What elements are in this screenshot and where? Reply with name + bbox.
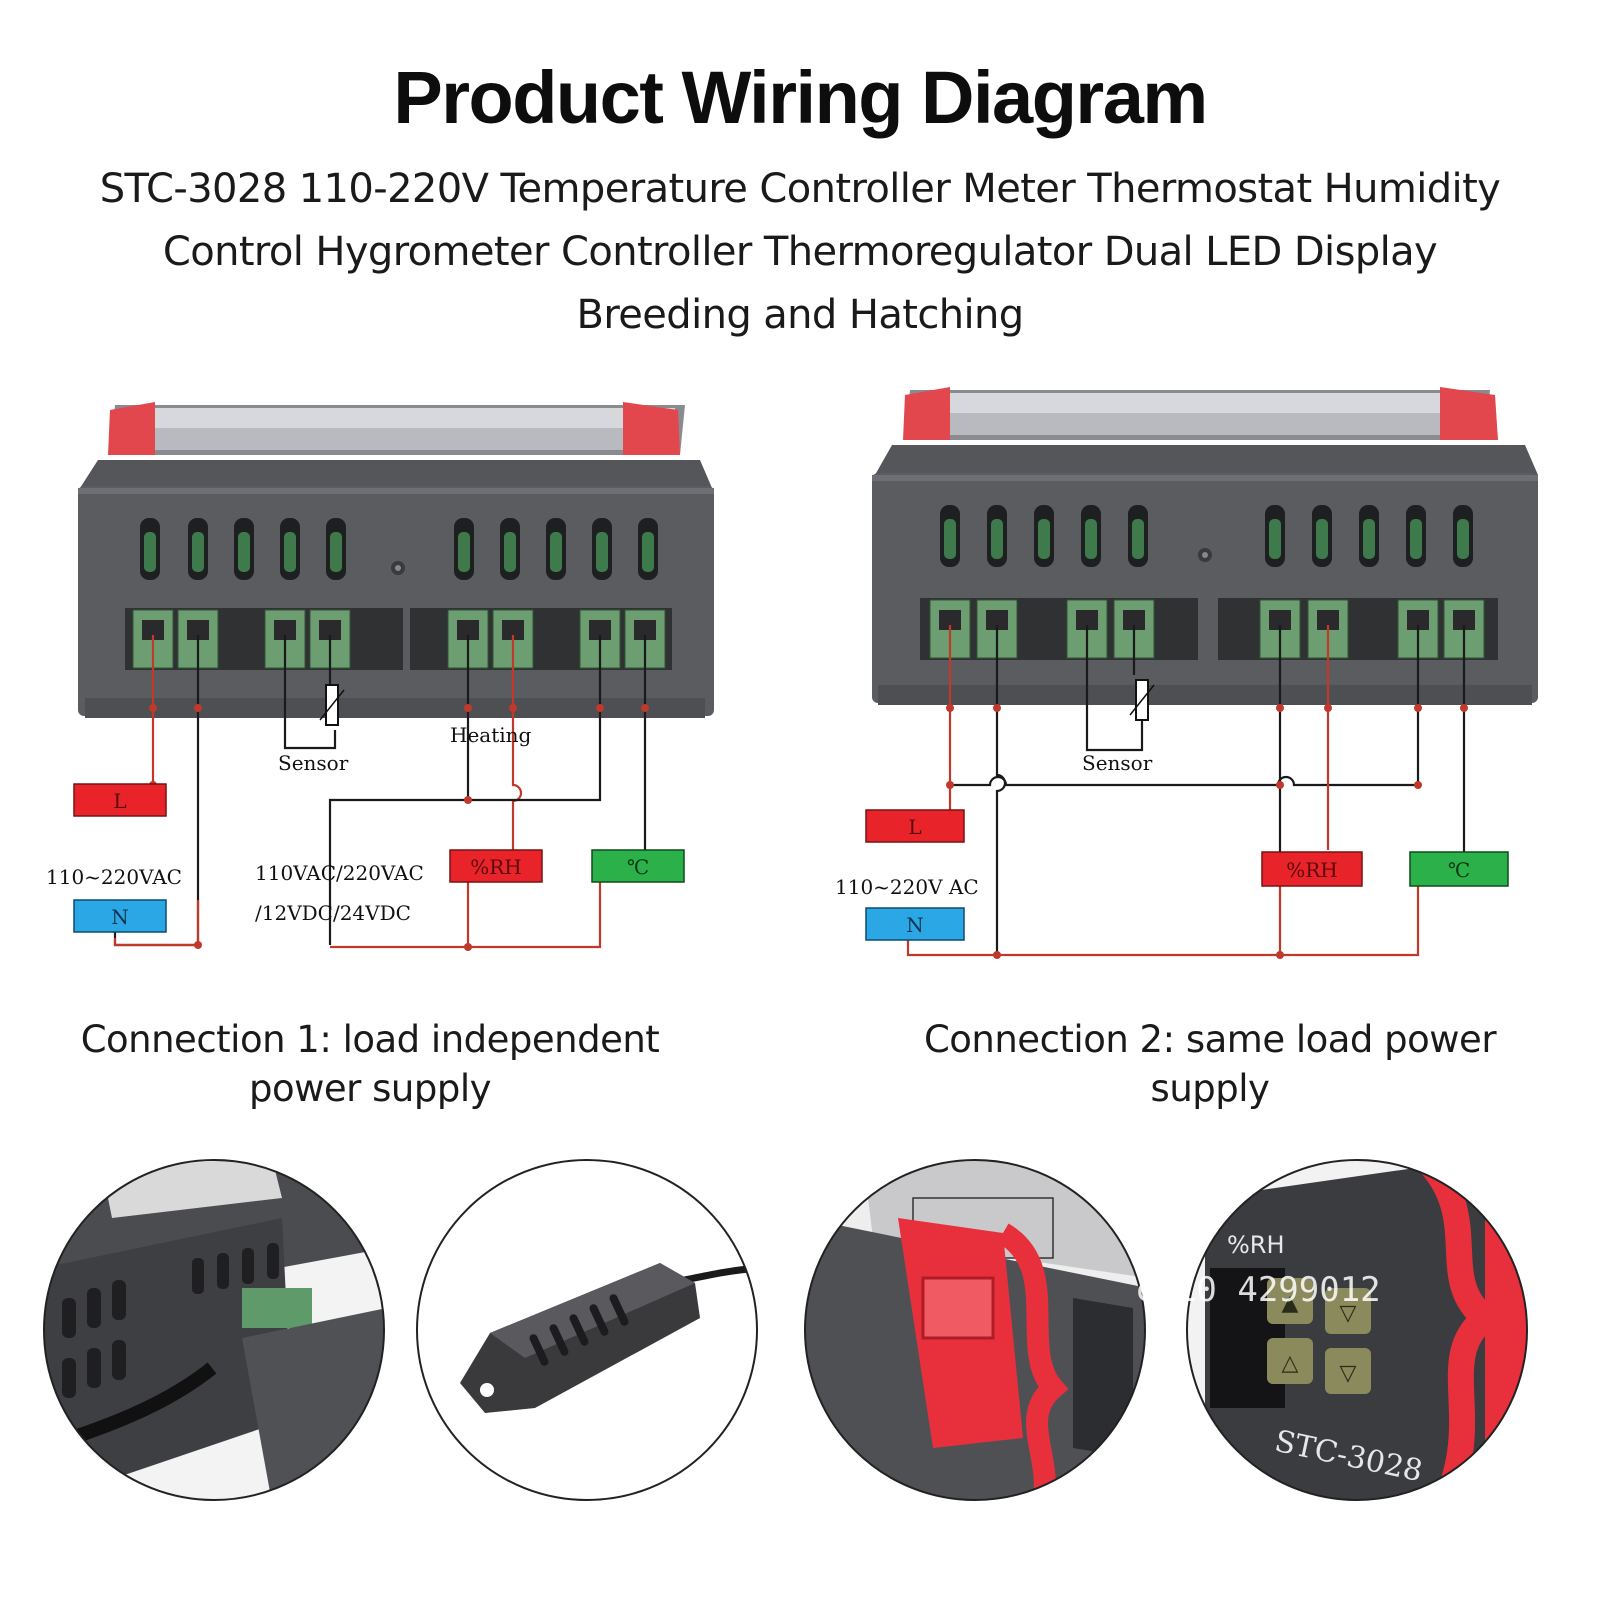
subtitle-line: Control Hygrometer Controller Thermoregu… xyxy=(162,229,1438,275)
terminal-screw xyxy=(142,620,164,640)
photo-mounting-clip xyxy=(804,1159,1146,1501)
vent-slot-glow xyxy=(1410,519,1422,559)
svg-text:L: L xyxy=(908,815,921,839)
vent-slot-glow xyxy=(1457,519,1469,559)
subtitle-line: Breeding and Hatching xyxy=(576,292,1024,338)
sensor-resistor xyxy=(319,684,345,726)
humidity-output-box: %RH xyxy=(449,849,543,883)
humidity-output-box: %RH xyxy=(1261,851,1363,887)
sensor-resistor xyxy=(1129,679,1155,721)
sensor-label: Sensor xyxy=(278,751,349,775)
N-terminal-box: N xyxy=(73,899,167,933)
vent-slot-glow xyxy=(944,519,956,559)
svg-text:N: N xyxy=(111,905,129,929)
vent-slot-glow xyxy=(1085,519,1097,559)
terminal-screw xyxy=(502,620,524,640)
wires xyxy=(906,625,1466,957)
terminal-screw xyxy=(457,620,479,640)
heating-label: Heating xyxy=(450,723,532,747)
svg-text:℃: ℃ xyxy=(627,855,649,879)
connection-2-caption: Connection 2: same load power supply xyxy=(923,1018,1497,1110)
control-buttons: ▲ ▽ △ ▽ xyxy=(1267,1278,1371,1394)
photo-front-panel: %RH ▲ ▽ △ ▽ STC-3028 cn10 4299012 xyxy=(1135,1159,1528,1501)
N-terminal-box: N xyxy=(865,907,965,941)
vent-slot-glow xyxy=(144,532,156,572)
vent-slot-glow xyxy=(991,519,1003,559)
svg-text:N: N xyxy=(906,913,924,937)
vent-slots xyxy=(140,518,658,580)
svg-text:L: L xyxy=(113,789,126,813)
vent-slot-glow xyxy=(1269,519,1281,559)
terminal-screw xyxy=(1269,610,1291,630)
vent-slot-glow xyxy=(330,532,342,572)
vent-slot-glow xyxy=(1316,519,1328,559)
load-voltage-label: 110VAC/220VAC xyxy=(255,861,424,885)
sensor-label: Sensor xyxy=(1082,751,1153,775)
terminal-screw xyxy=(1076,610,1098,630)
temperature-output-box: ℃ xyxy=(1409,851,1509,887)
wire-junctions xyxy=(946,704,1468,959)
up-arrow-icon: △ xyxy=(1282,1351,1299,1376)
down-arrow-icon: ▽ xyxy=(1340,1361,1357,1386)
vent-slot-glow xyxy=(284,532,296,572)
vent-slot-glow xyxy=(238,532,250,572)
svg-text:%RH: %RH xyxy=(1286,858,1338,882)
photo-humidity-sensor-probe xyxy=(416,1159,758,1501)
vent-slot-glow xyxy=(596,532,608,572)
terminal-screw xyxy=(319,620,341,640)
photo-back-terminals xyxy=(43,1159,385,1501)
terminal-screw xyxy=(1453,610,1475,630)
terminal-screw xyxy=(939,610,961,630)
svg-text:%RH: %RH xyxy=(470,855,522,879)
voltage-label: 110~220V AC xyxy=(835,875,979,899)
left-clip xyxy=(108,402,155,455)
voltage-label: 110~220VAC xyxy=(46,865,182,889)
right-clip xyxy=(623,402,680,455)
terminal-screw xyxy=(187,620,209,640)
vent-slot-glow xyxy=(1132,519,1144,559)
terminal-screw xyxy=(1317,610,1339,630)
terminal-screw xyxy=(274,620,296,640)
left-clip xyxy=(903,387,950,440)
load-voltage-label: /12VDC/24VDC xyxy=(255,901,411,925)
terminal-screw xyxy=(589,620,611,640)
vent-slot-glow xyxy=(458,532,470,572)
vent-slot-glow xyxy=(550,532,562,572)
product-subtitle: STC-3028 110-220V Temperature Controller… xyxy=(60,158,1540,347)
temperature-output-box: ℃ xyxy=(591,849,685,883)
down-arrow-icon: ▽ xyxy=(1340,1301,1357,1326)
terminal-screw xyxy=(986,610,1008,630)
terminal-screw xyxy=(1407,610,1429,630)
L-terminal-box: L xyxy=(73,783,167,817)
subtitle-line: STC-3028 110-220V Temperature Controller… xyxy=(99,166,1501,212)
wiring-diagram-2: L 110~220V AC N Sensor %RH ℃ xyxy=(835,387,1538,959)
page-title: Product Wiring Diagram xyxy=(393,56,1208,139)
svg-text:℃: ℃ xyxy=(1448,858,1470,882)
up-arrow-icon: ▲ xyxy=(1282,1291,1299,1316)
wiring-diagram-1: L 110~220VAC N Sensor Heating 110VAC/220… xyxy=(46,402,714,951)
vent-slot-glow xyxy=(192,532,204,572)
panel-rh-label: %RH xyxy=(1227,1231,1285,1259)
terminal-screw xyxy=(634,620,656,640)
controller-housing xyxy=(78,402,714,718)
sensor-vent-holes xyxy=(529,1294,629,1366)
connection-1-caption: Connection 1: load independent power sup… xyxy=(80,1018,660,1110)
vent-slot-glow xyxy=(504,532,516,572)
right-clip xyxy=(1440,387,1498,440)
vent-slot-glow xyxy=(1038,519,1050,559)
vent-slot-glow xyxy=(642,532,654,572)
vent-slots xyxy=(940,505,1473,567)
terminal-screw xyxy=(1123,610,1145,630)
L-terminal-box: L xyxy=(865,809,965,843)
vent-slot-glow xyxy=(1363,519,1375,559)
terminal xyxy=(976,599,1018,659)
watermark: cn10 4299012 xyxy=(1135,1270,1381,1310)
